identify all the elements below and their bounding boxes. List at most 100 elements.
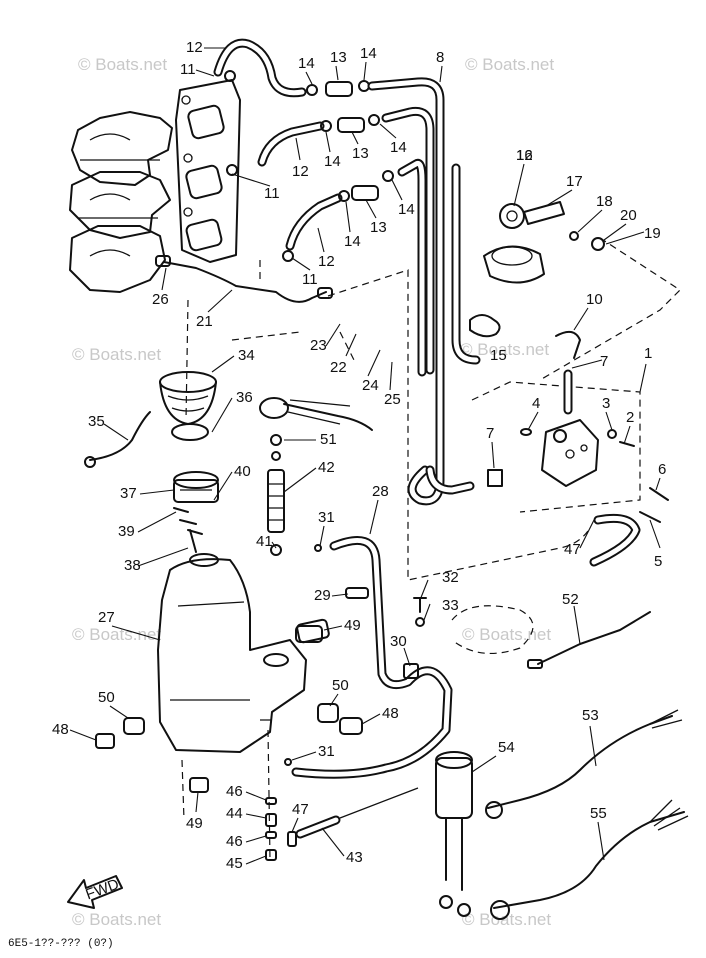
callout: 12 (516, 147, 533, 164)
callout: 54 (498, 739, 515, 756)
callout: 37 (120, 485, 137, 502)
callout: 14 (398, 201, 415, 218)
callout: 46 (226, 833, 243, 850)
callout: 12 (292, 163, 309, 180)
callout: 48 (52, 721, 69, 738)
callout: 32 (442, 569, 459, 586)
callout: 29 (314, 587, 331, 604)
callout: 39 (118, 523, 135, 540)
callout: 31 (318, 743, 335, 760)
callout: 45 (226, 855, 243, 872)
callout: 26 (152, 291, 169, 308)
callout: 31 (318, 509, 335, 526)
callout: 30 (390, 633, 407, 650)
callout: 21 (196, 313, 213, 330)
strainer-assembly (259, 397, 373, 556)
callout: 11 (180, 61, 196, 78)
lower-hose-assembly (291, 535, 453, 839)
callout-labels: 12 11 14 13 14 8 12 14 13 14 11 12 14 13… (52, 39, 666, 872)
callout: 19 (644, 225, 661, 242)
watermark: © Boats.net (465, 55, 554, 74)
fwd-label: FWD (83, 876, 121, 904)
callout: 41 (256, 533, 273, 550)
callout: 11 (302, 271, 318, 288)
callout: 53 (582, 707, 599, 724)
carburetor-manifold (175, 79, 241, 263)
oil-pump-assembly (469, 201, 605, 338)
watermark: © Boats.net (72, 345, 161, 364)
callout: 34 (238, 347, 255, 364)
fuel-tank-27 (157, 553, 330, 753)
callout: 14 (344, 233, 361, 250)
callout: 3 (602, 395, 610, 412)
callout: 35 (88, 413, 105, 430)
callout: 12 (186, 39, 203, 56)
leader-lines (69, 47, 661, 865)
upper-hose-assembly (213, 38, 394, 262)
callout: 13 (370, 219, 387, 236)
callout: 17 (566, 173, 583, 190)
fuel-hose-8 (367, 77, 481, 506)
fwd-arrow-icon: FWD (67, 875, 123, 909)
callout: 28 (372, 483, 389, 500)
callout: 55 (590, 805, 607, 822)
callout: 2 (626, 409, 634, 426)
callout: 38 (124, 557, 141, 574)
callout: 50 (332, 677, 349, 694)
callout: 40 (234, 463, 251, 480)
callout: 1 (644, 345, 652, 362)
callout: 22 (330, 359, 347, 376)
callout: 12 (318, 253, 335, 270)
callout: 42 (318, 459, 335, 476)
engine-block-outline (69, 111, 173, 293)
callout: 25 (384, 391, 401, 408)
watermark: © Boats.net (72, 910, 161, 929)
callout: 48 (382, 705, 399, 722)
callout: 47 (292, 801, 309, 818)
callout: 24 (362, 377, 379, 394)
callout: 14 (390, 139, 407, 156)
callout: 14 (298, 55, 315, 72)
fuel-filter-assembly (84, 371, 219, 553)
footer-code: 6E5-1??-??? (0?) (8, 938, 114, 950)
callout: 8 (436, 49, 444, 66)
callout: 36 (236, 389, 253, 406)
callout: 52 (562, 591, 579, 608)
tank-fittings (95, 544, 427, 861)
watermark: © Boats.net (462, 910, 551, 929)
callout: 46 (226, 783, 243, 800)
callout: 44 (226, 805, 243, 822)
callout: 4 (532, 395, 540, 412)
callout: 51 (320, 431, 337, 448)
callout: 18 (596, 193, 613, 210)
callout: 15 (490, 347, 507, 364)
callout: 10 (586, 291, 603, 308)
callout: 13 (352, 145, 369, 162)
callout: 33 (442, 597, 459, 614)
callout: 5 (654, 553, 662, 570)
fuel-line-21 (155, 255, 333, 303)
callout: 7 (486, 425, 494, 442)
callout: 47 (564, 541, 581, 558)
callout: 20 (620, 207, 637, 224)
callout: 14 (360, 45, 377, 62)
watermark: © Boats.net (78, 55, 167, 74)
watermark-layer: © Boats.net © Boats.net © Boats.net © Bo… (72, 55, 554, 929)
callout: 7 (600, 353, 608, 370)
watermark: © Boats.net (72, 625, 161, 644)
wiring-harnesses (435, 611, 689, 920)
watermark: © Boats.net (462, 625, 551, 644)
callout: 27 (98, 609, 115, 626)
callout: 23 (310, 337, 327, 354)
watermark: © Boats.net (460, 340, 549, 359)
callout: 50 (98, 689, 115, 706)
callout: 13 (330, 49, 347, 66)
callout: 43 (346, 849, 363, 866)
callout: 16 (516, 147, 533, 164)
callout: 49 (344, 617, 361, 634)
callout: 49 (186, 815, 203, 832)
callout: 6 (658, 461, 666, 478)
callout: 11 (264, 185, 280, 202)
